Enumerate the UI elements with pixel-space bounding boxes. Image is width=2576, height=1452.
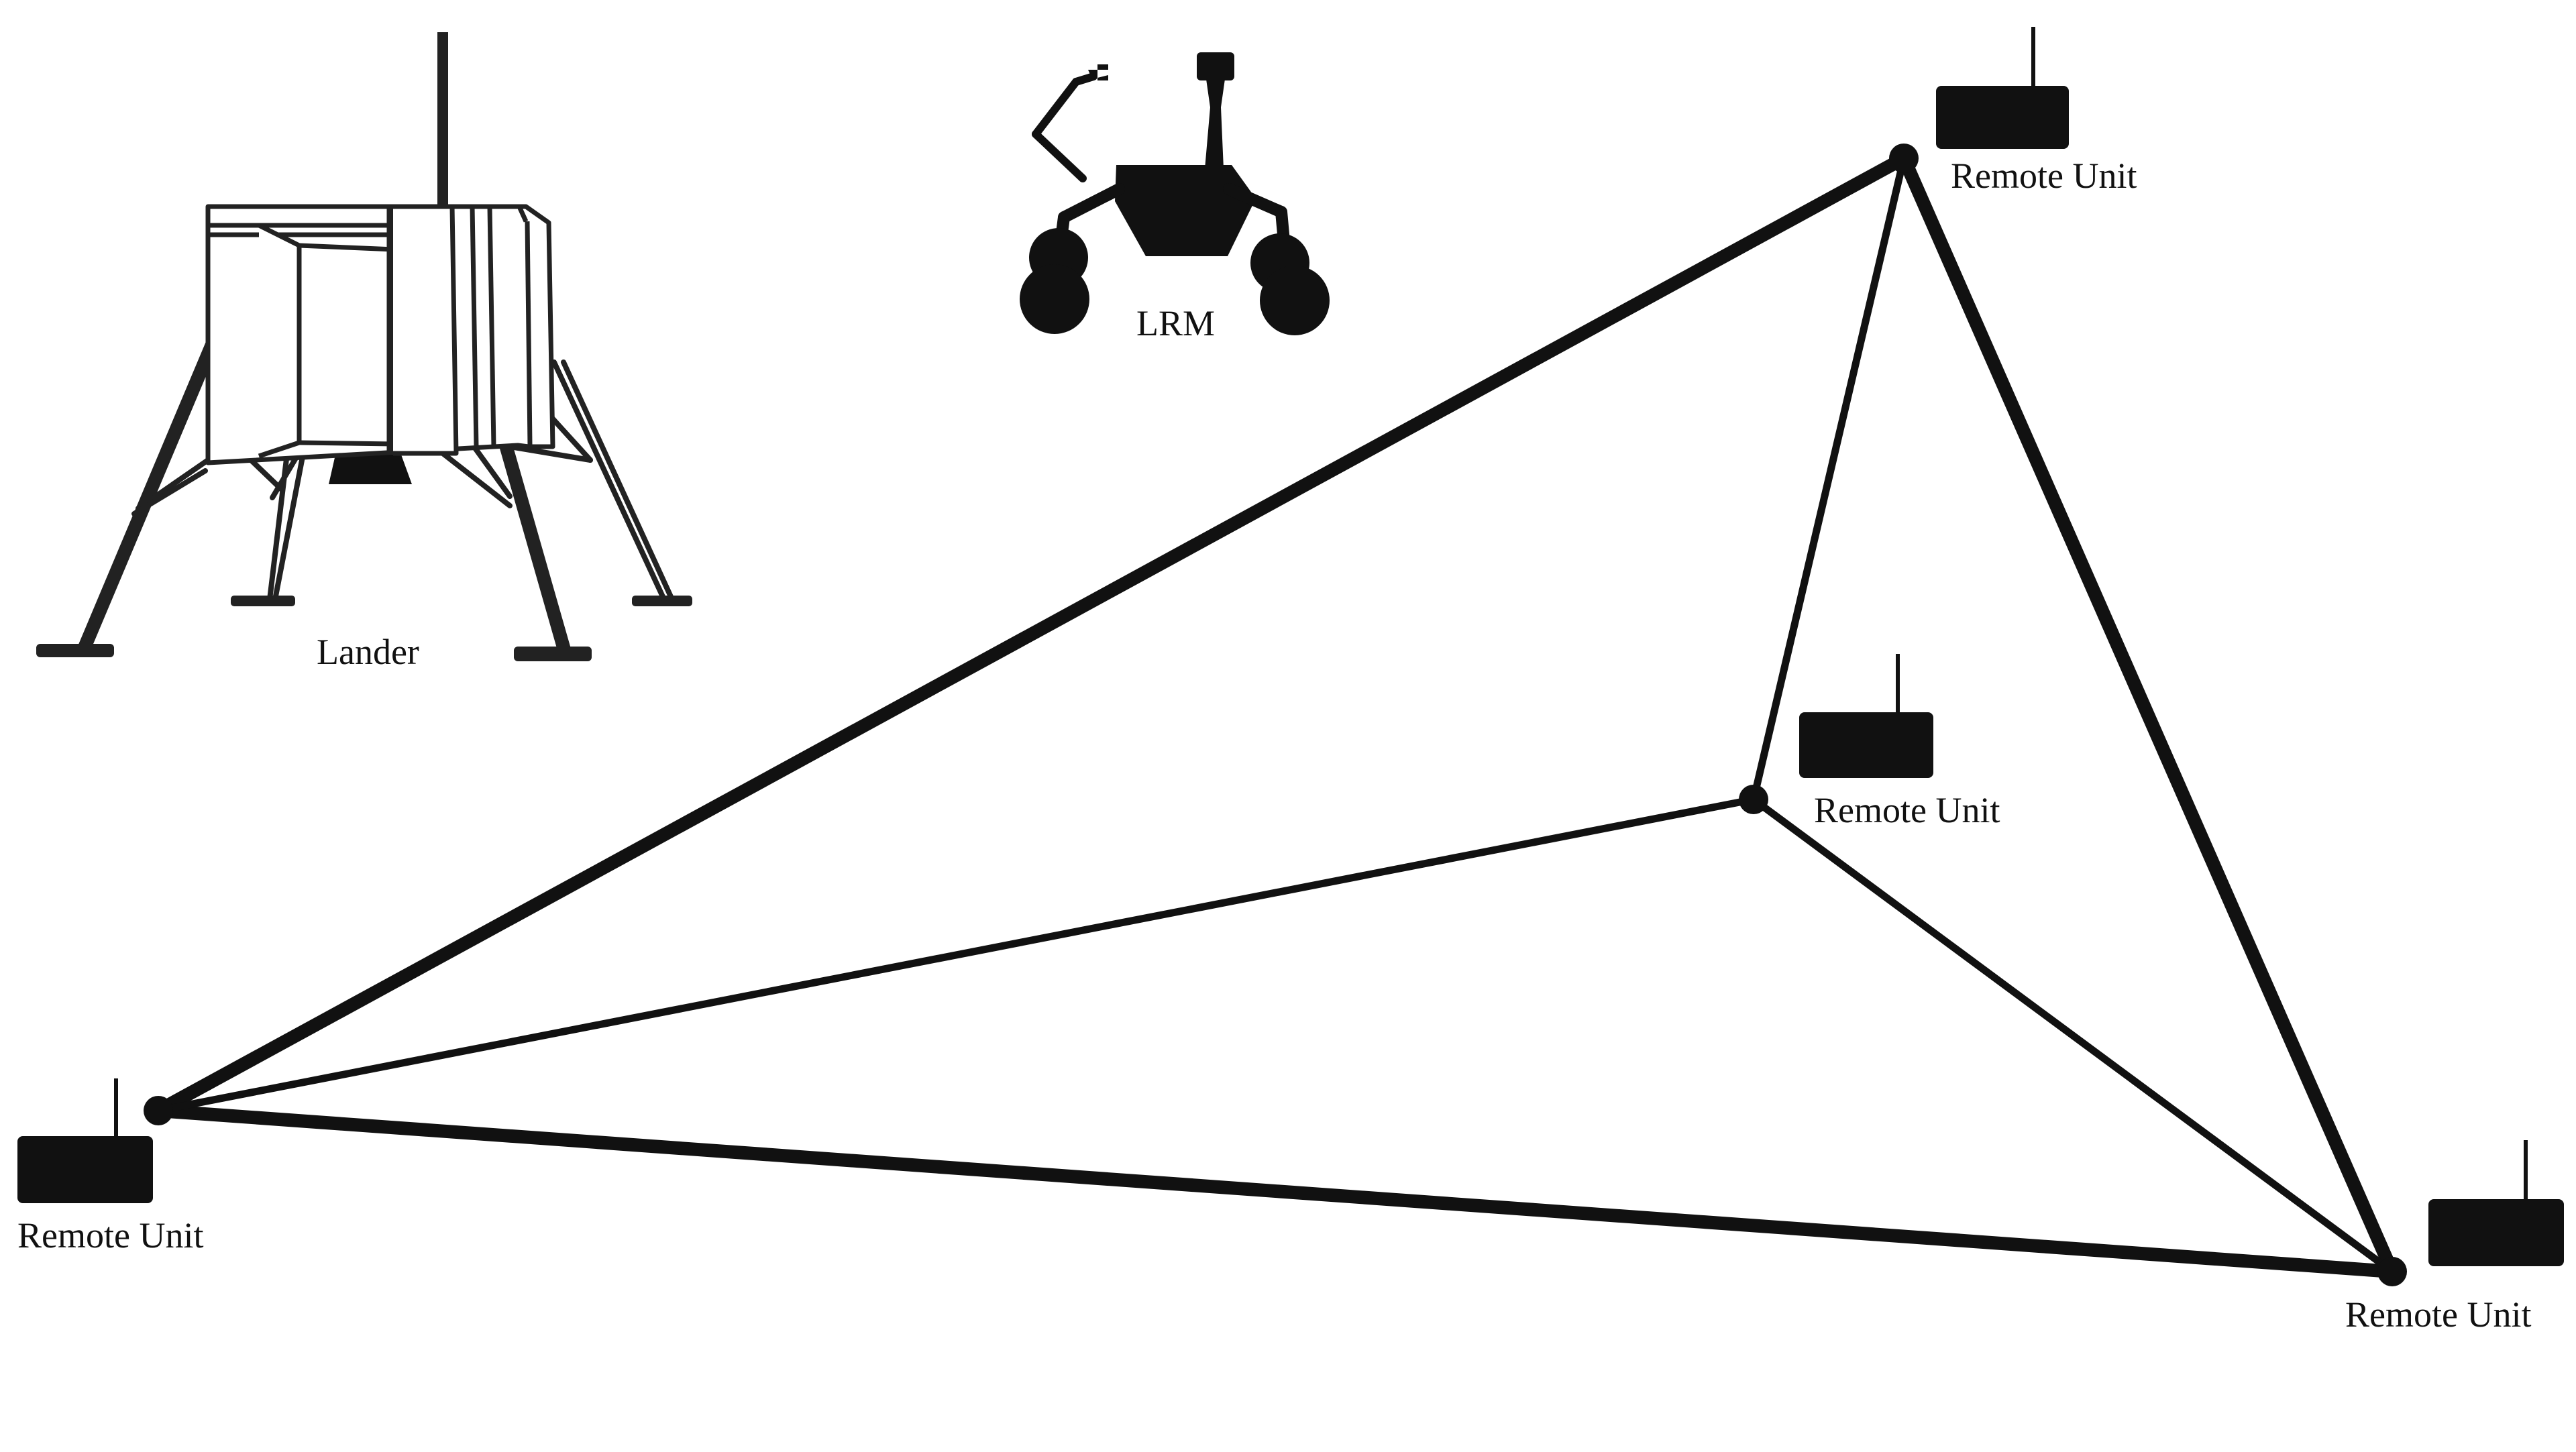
remote-unit-label-right: Remote Unit bbox=[2345, 1294, 2531, 1335]
remote-unit-label-top: Remote Unit bbox=[1951, 156, 2137, 196]
link-left-top bbox=[152, 152, 1911, 1117]
link-top-right bbox=[1897, 152, 2399, 1278]
remote-unit-label-middle: Remote Unit bbox=[1814, 790, 2000, 830]
node-dot-left bbox=[144, 1096, 173, 1125]
remote-unit-top: Remote Unit bbox=[1936, 27, 2137, 196]
remote-unit-middle: Remote Unit bbox=[1799, 654, 2000, 830]
remote-unit-right: Remote Unit bbox=[2345, 1140, 2564, 1335]
node-dots bbox=[144, 144, 2407, 1286]
lander-label: Lander bbox=[317, 632, 419, 672]
rover-label: LRM bbox=[1136, 303, 1215, 343]
rover-icon: LRM bbox=[1020, 52, 1330, 343]
node-dot-top bbox=[1889, 144, 1919, 173]
remote-unit-icon bbox=[1936, 27, 2069, 149]
remote-unit-icon bbox=[17, 1078, 153, 1203]
link-left-middle bbox=[154, 795, 1758, 1115]
link-top-middle bbox=[1750, 154, 1908, 803]
link-middle-right bbox=[1750, 795, 2396, 1276]
node-dot-middle bbox=[1739, 785, 1768, 814]
lander-icon: Lander bbox=[36, 32, 692, 672]
remote-unit-icon bbox=[1799, 654, 1933, 778]
remote-unit-label-left: Remote Unit bbox=[17, 1215, 203, 1255]
remote-unit-icon bbox=[2428, 1140, 2564, 1266]
node-dot-right bbox=[2377, 1257, 2407, 1286]
network-links bbox=[152, 152, 2399, 1278]
remote-unit-left: Remote Unit bbox=[17, 1078, 203, 1255]
link-left-right bbox=[152, 1104, 2399, 1278]
